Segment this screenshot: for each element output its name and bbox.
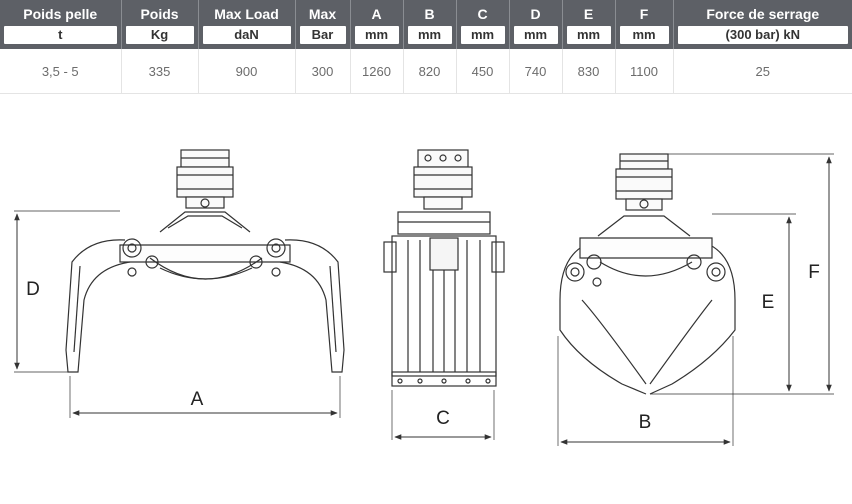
header-unit: t: [4, 26, 117, 44]
table-cell: 335: [121, 49, 199, 94]
label-d: D: [26, 279, 40, 300]
table-cell: 300: [295, 49, 351, 94]
header-unit: mm: [566, 26, 611, 44]
table-cell: 25: [673, 49, 852, 94]
header-unit: (300 bar) kN: [677, 26, 848, 44]
col-header: Poids pelle t: [0, 0, 122, 49]
table-cell: 1100: [615, 49, 674, 94]
header-unit: mm: [354, 26, 399, 44]
header-name: E: [583, 6, 594, 22]
col-header: Max Load daN: [198, 0, 296, 49]
label-e: E: [762, 292, 775, 313]
header-name: Poids: [140, 6, 179, 22]
table-cell: 3,5 - 5: [0, 49, 122, 94]
header-name: Poids pelle: [23, 6, 98, 22]
table-cell: 830: [562, 49, 616, 94]
header-name: Force de serrage: [706, 6, 820, 22]
header-name: D: [530, 6, 541, 22]
col-header: Force de serrage (300 bar) kN: [673, 0, 852, 49]
table-cell: 1260: [350, 49, 404, 94]
header-unit: mm: [619, 26, 669, 44]
header-name: B: [424, 6, 435, 22]
table-cell: 450: [456, 49, 510, 94]
header-name: F: [639, 6, 649, 22]
table-cell: 900: [198, 49, 296, 94]
table-cell: 740: [509, 49, 563, 94]
header-name: A: [371, 6, 382, 22]
header-name: Max: [308, 6, 337, 22]
closed-view: [557, 153, 834, 446]
header-unit: Kg: [125, 26, 194, 44]
front-view: [14, 149, 345, 418]
label-a: A: [191, 389, 204, 410]
header-name: Max Load: [214, 6, 279, 22]
label-b: B: [639, 412, 652, 433]
header-name: C: [477, 6, 488, 22]
header-unit: mm: [460, 26, 505, 44]
label-c: C: [436, 408, 450, 429]
side-view: [383, 149, 505, 440]
header-unit: mm: [407, 26, 452, 44]
header-unit: Bar: [299, 26, 346, 44]
header-unit: daN: [202, 26, 291, 44]
table-cell: 820: [403, 49, 457, 94]
header-unit: mm: [513, 26, 558, 44]
table-row: 3,5 - 5 335 900 300 1260 820 450 740 830…: [0, 49, 852, 94]
label-f: F: [808, 262, 820, 283]
